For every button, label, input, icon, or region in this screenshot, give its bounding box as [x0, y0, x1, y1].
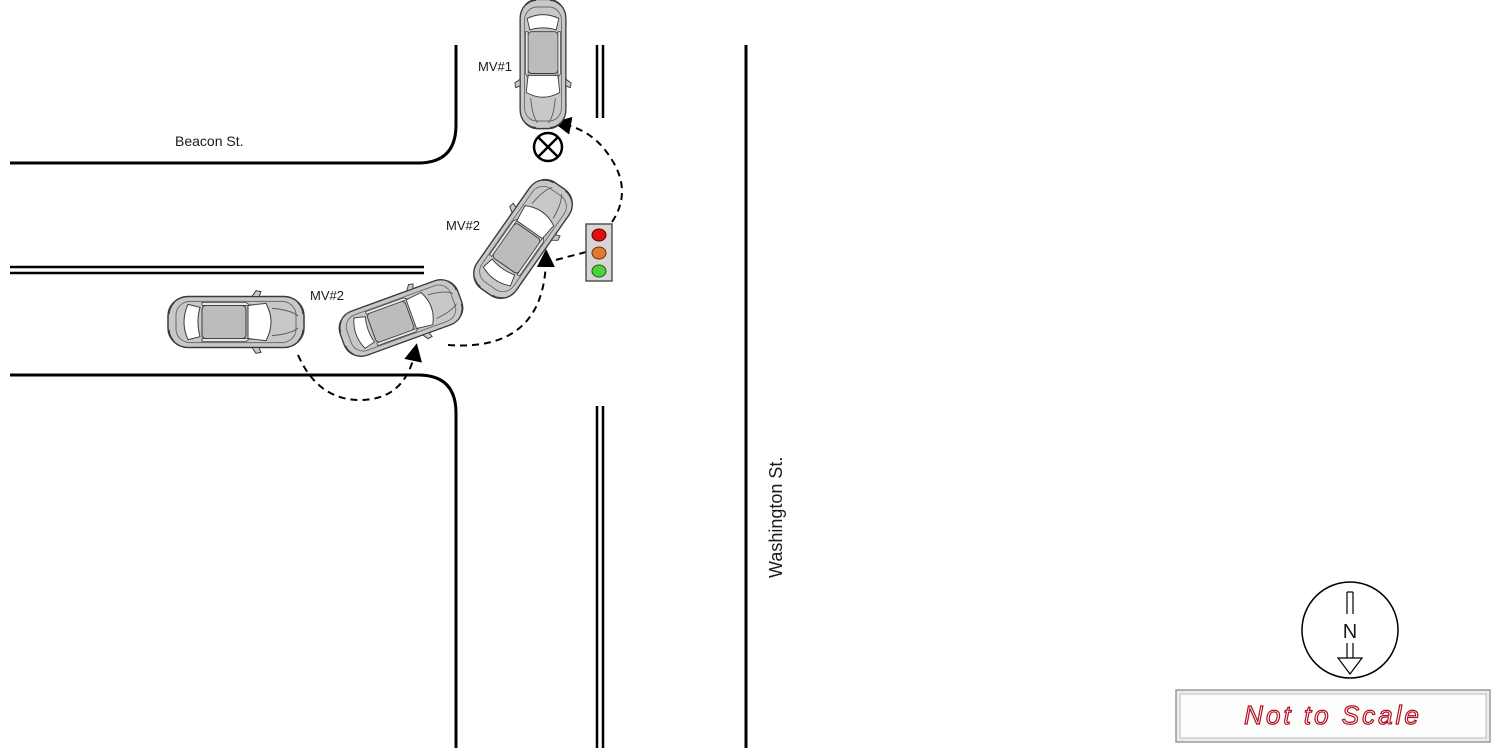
beacon-south-edge [10, 373, 458, 748]
mv2-turning-label: MV#2 [446, 218, 480, 233]
vehicle-mv1 [514, 0, 572, 130]
washington-street-label: Washington St. [766, 457, 786, 578]
scale-badge [1175, 689, 1491, 743]
north-arrow-icon [1301, 581, 1399, 679]
compass-letter: N [1343, 621, 1357, 643]
path-mv1 [553, 116, 623, 223]
impact-point-icon [532, 131, 564, 163]
mv1-label: MV#1 [478, 59, 512, 74]
beacon-north-edge [10, 45, 458, 165]
traffic-light-icon [585, 223, 613, 282]
vehicle-paths [297, 116, 623, 402]
mv2-initial-label: MV#2 [310, 288, 344, 303]
vehicle-mv2-mid [331, 268, 471, 368]
scale-note: Not to Scale [1244, 700, 1422, 730]
vehicle-mv2-initial [167, 289, 305, 355]
path-signal-link [547, 251, 587, 263]
center-lines [10, 45, 605, 748]
path-mv2-start [297, 343, 422, 402]
beacon-street-label: Beacon St. [175, 133, 244, 149]
vehicle-mv2-turning [461, 168, 585, 310]
path-mv2-turn [447, 249, 555, 347]
road-edges [10, 45, 748, 748]
